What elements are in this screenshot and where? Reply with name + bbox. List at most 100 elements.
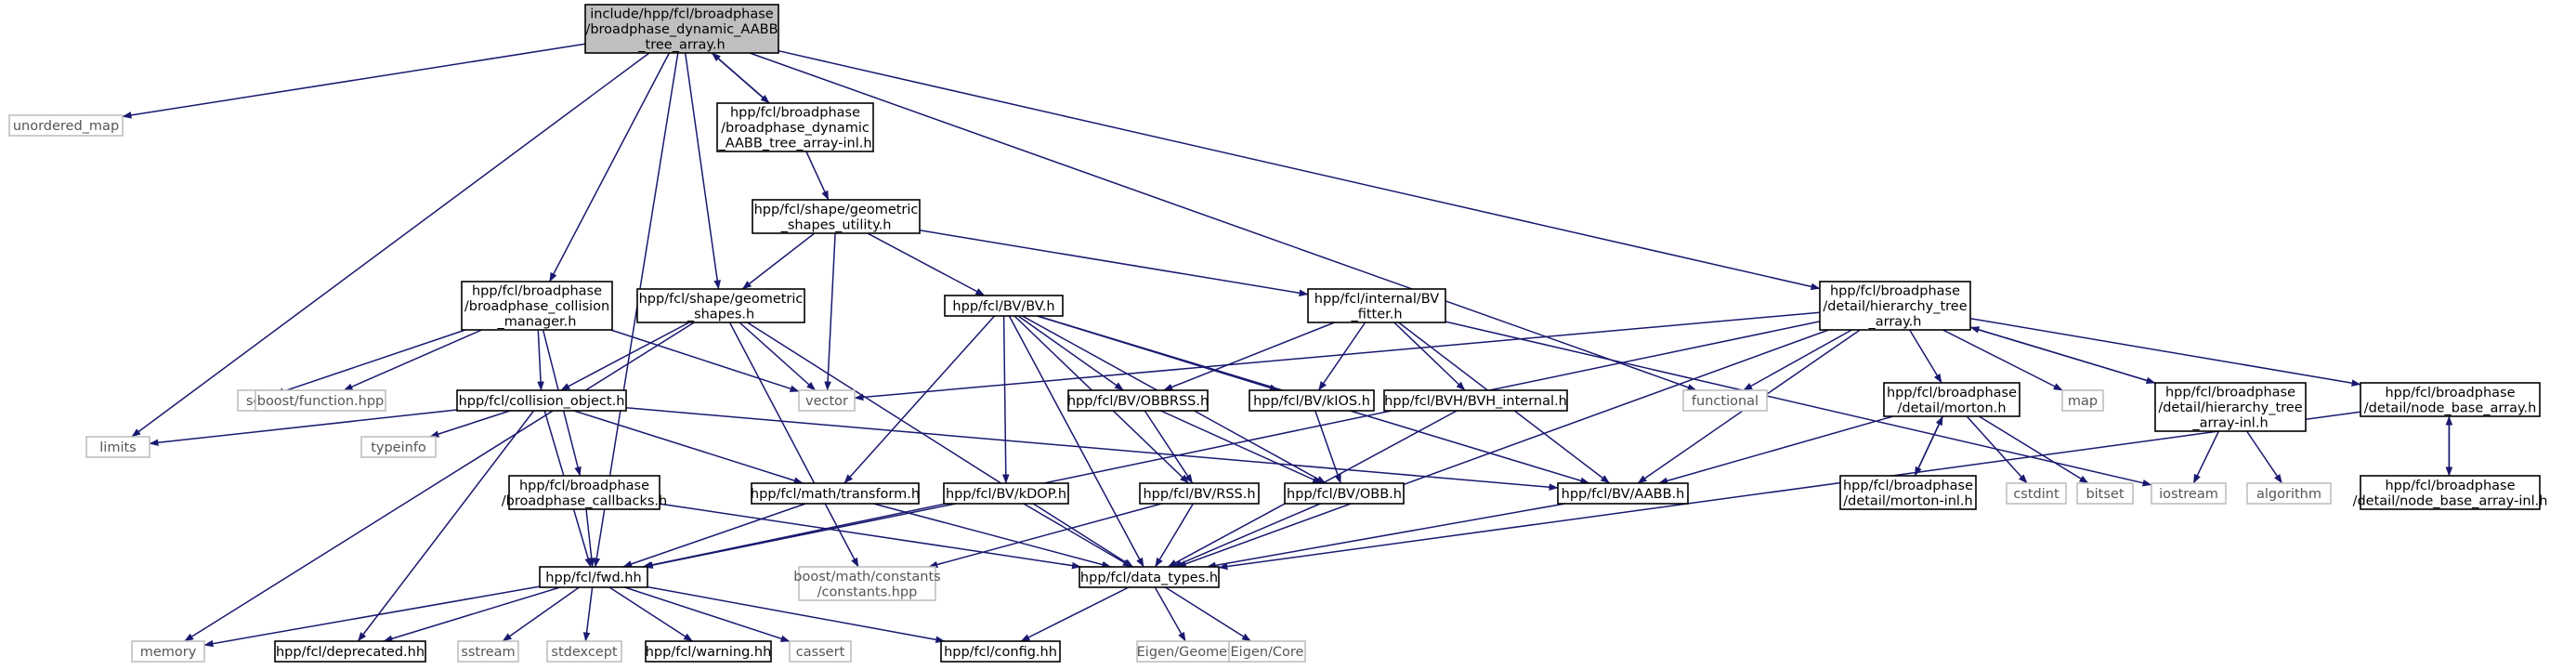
node-morton[interactable]: hpp/fcl/broadphase/detail/morton.h (1883, 382, 2020, 417)
edge-geom_shapes-to-vector (739, 322, 817, 391)
edge-arrow (585, 508, 595, 568)
node-fwd[interactable]: hpp/fcl/fwd.hh (539, 566, 648, 588)
node-box (2006, 482, 2067, 505)
edge-arrow (805, 151, 830, 201)
node-box (360, 436, 437, 458)
node-hier-inl[interactable]: hpp/fcl/broadphase/detail/hierarchy_tree… (2154, 382, 2307, 432)
node-box (1383, 389, 1568, 412)
node-callbacks[interactable]: hpp/fcl/broadphase/broadphase_callbacks.… (502, 475, 667, 510)
node-node-base-inl[interactable]: hpp/fcl/broadphase/detail/node_base_arra… (2353, 475, 2548, 510)
node-bitset: bitset (2076, 482, 2134, 505)
edge-arrow (739, 322, 817, 391)
node-root[interactable]: include/hpp/fcl/broadphase/broadphase_dy… (584, 4, 779, 54)
edge-arrow (573, 410, 804, 484)
edge-hier_tree-to-vector (854, 311, 1821, 401)
node-box (944, 295, 1064, 317)
edge-arrow (1008, 315, 1144, 568)
edge-arrow (357, 410, 535, 642)
node-deprecated[interactable]: hpp/fcl/deprecated.hh (274, 640, 426, 663)
node-label-line: hpp/fcl/broadphase (519, 479, 649, 493)
edge-data_types-to-eigen_geometry (1154, 586, 1186, 642)
node-label-line: hpp/fcl/collision_object.h (459, 394, 625, 409)
edge-hier_inl-to-iostream (2192, 430, 2220, 484)
node-obb[interactable]: hpp/fcl/BV/OBB.h (1284, 482, 1405, 505)
edge-arrow (1020, 586, 1130, 642)
node-label-line: hpp/fcl/BV/RSS.h (1143, 487, 1255, 502)
node-node-base[interactable]: hpp/fcl/broadphase/detail/node_base_arra… (2360, 382, 2541, 417)
edge-root-to-limits (131, 52, 650, 438)
node-box (1079, 566, 1220, 588)
node-geom-shapes[interactable]: hpp/fcl/shape/geometric_shapes.h (636, 288, 805, 323)
node-label-line: hpp/fcl/config.hh (944, 645, 1057, 660)
node-map: map (2061, 389, 2104, 412)
node-aabb[interactable]: hpp/fcl/BV/AABB.h (1557, 482, 1689, 505)
node-obbrss[interactable]: hpp/fcl/BV/OBBRSS.h (1067, 389, 1209, 412)
node-label-line: /broadphase_callbacks.h (502, 493, 667, 508)
node-warning[interactable]: hpp/fcl/warning.hh (645, 640, 772, 663)
node-label-line: hpp/fcl/BV/AABB.h (1562, 487, 1685, 502)
edge-arrow (1979, 415, 2089, 484)
node-box (716, 102, 874, 152)
edge-arrow (642, 321, 1821, 569)
node-rss[interactable]: hpp/fcl/BV/RSS.h (1139, 482, 1260, 505)
node-functional: functional (1682, 389, 1768, 412)
node-label-line: boost/function.hpp (257, 394, 385, 409)
node-morton-inl[interactable]: hpp/fcl/broadphase/detail/morton-inl.h (1839, 475, 1977, 510)
node-label-line: hpp/fcl/shape/geometric (754, 203, 919, 217)
node-label-line: hpp/fcl/BVH/BVH_internal.h (1384, 394, 1567, 409)
node-label-line: hpp/fcl/BV/OBBRSS.h (1067, 394, 1209, 409)
edge-bv_fitter-to-iostream (1445, 321, 2152, 487)
edge-arrow (746, 322, 1134, 568)
node-label-line: _AABB_tree_array-inl.h (717, 137, 871, 151)
edge-dyn_inl-to-geom_util (805, 151, 830, 201)
edge-hier_tree-to-map (1942, 329, 2063, 391)
node-label-line: stdexcept (551, 645, 618, 660)
edge-hier_tree-to-morton (1909, 329, 1942, 384)
edge-arrow (184, 322, 695, 642)
edge-arrow (854, 311, 1821, 401)
edge-arrow (122, 43, 586, 119)
node-box (508, 475, 660, 510)
node-label-line: include/hpp/fcl/broadphase (590, 7, 774, 22)
node-box (274, 640, 426, 663)
node-coll-obj[interactable]: hpp/fcl/collision_object.h (456, 389, 627, 412)
node-label-line: /detail/hierarchy_tree (2158, 401, 2302, 415)
node-box (1883, 382, 2020, 417)
edge-arrow (928, 503, 1162, 569)
edge-arrow (1218, 411, 2361, 571)
node-hier-tree[interactable]: hpp/fcl/broadphase/detail/hierarchy_tree… (1819, 281, 1971, 331)
node-label-line: boost/math/constants (793, 570, 940, 585)
node-boost-constants: boost/math/constants/constants.hpp (793, 566, 941, 601)
edge-coll_mgr-to-boost_function (343, 329, 482, 391)
node-transform[interactable]: hpp/fcl/math/transform.h (751, 482, 920, 505)
edge-arrow (659, 503, 1081, 570)
edge-coll_obj-to-deprecated (357, 410, 535, 642)
node-label-line: hpp/fcl/math/transform.h (751, 487, 920, 502)
node-bv[interactable]: hpp/fcl/BV/BV.h (944, 295, 1064, 317)
edge-root-to-hier_tree (778, 49, 1821, 291)
edge-arrow (1743, 329, 1852, 391)
node-box (752, 199, 921, 234)
edge-fwd-to-sstream (502, 586, 580, 642)
edge-arrow (502, 586, 580, 642)
node-box (2151, 482, 2227, 505)
node-box (539, 566, 648, 588)
node-kios[interactable]: hpp/fcl/BV/kIOS.h (1249, 389, 1375, 412)
edge-arrow (429, 410, 511, 438)
node-label-line: hpp/fcl/BV/BV.h (952, 299, 1054, 314)
node-coll-mgr[interactable]: hpp/fcl/broadphase/broadphase_collision_… (461, 281, 613, 331)
node-data-types[interactable]: hpp/fcl/data_types.h (1079, 566, 1220, 588)
node-label-line: Eigen/Core (1231, 645, 1304, 660)
edge-arrow (1160, 410, 1323, 484)
node-bvh-internal[interactable]: hpp/fcl/BVH/BVH_internal.h (1383, 389, 1568, 412)
node-dyn-inl[interactable]: hpp/fcl/broadphase/broadphase_dynamic_AA… (716, 102, 874, 152)
edge-arrow (1969, 326, 2156, 384)
node-bv-fitter[interactable]: hpp/fcl/internal/BV_fitter.h (1307, 288, 1446, 323)
node-geom-util[interactable]: hpp/fcl/shape/geometric_shapes_utility.h (752, 199, 921, 234)
node-limits: limits (85, 436, 150, 458)
edge-geom_shapes-to-coll_obj (560, 322, 690, 391)
edge-fwd-to-memory (203, 585, 541, 648)
node-config[interactable]: hpp/fcl/config.hh (940, 640, 1061, 663)
node-kdop[interactable]: hpp/fcl/BV/kDOP.h (943, 482, 1069, 505)
edge-arrow (274, 329, 466, 395)
